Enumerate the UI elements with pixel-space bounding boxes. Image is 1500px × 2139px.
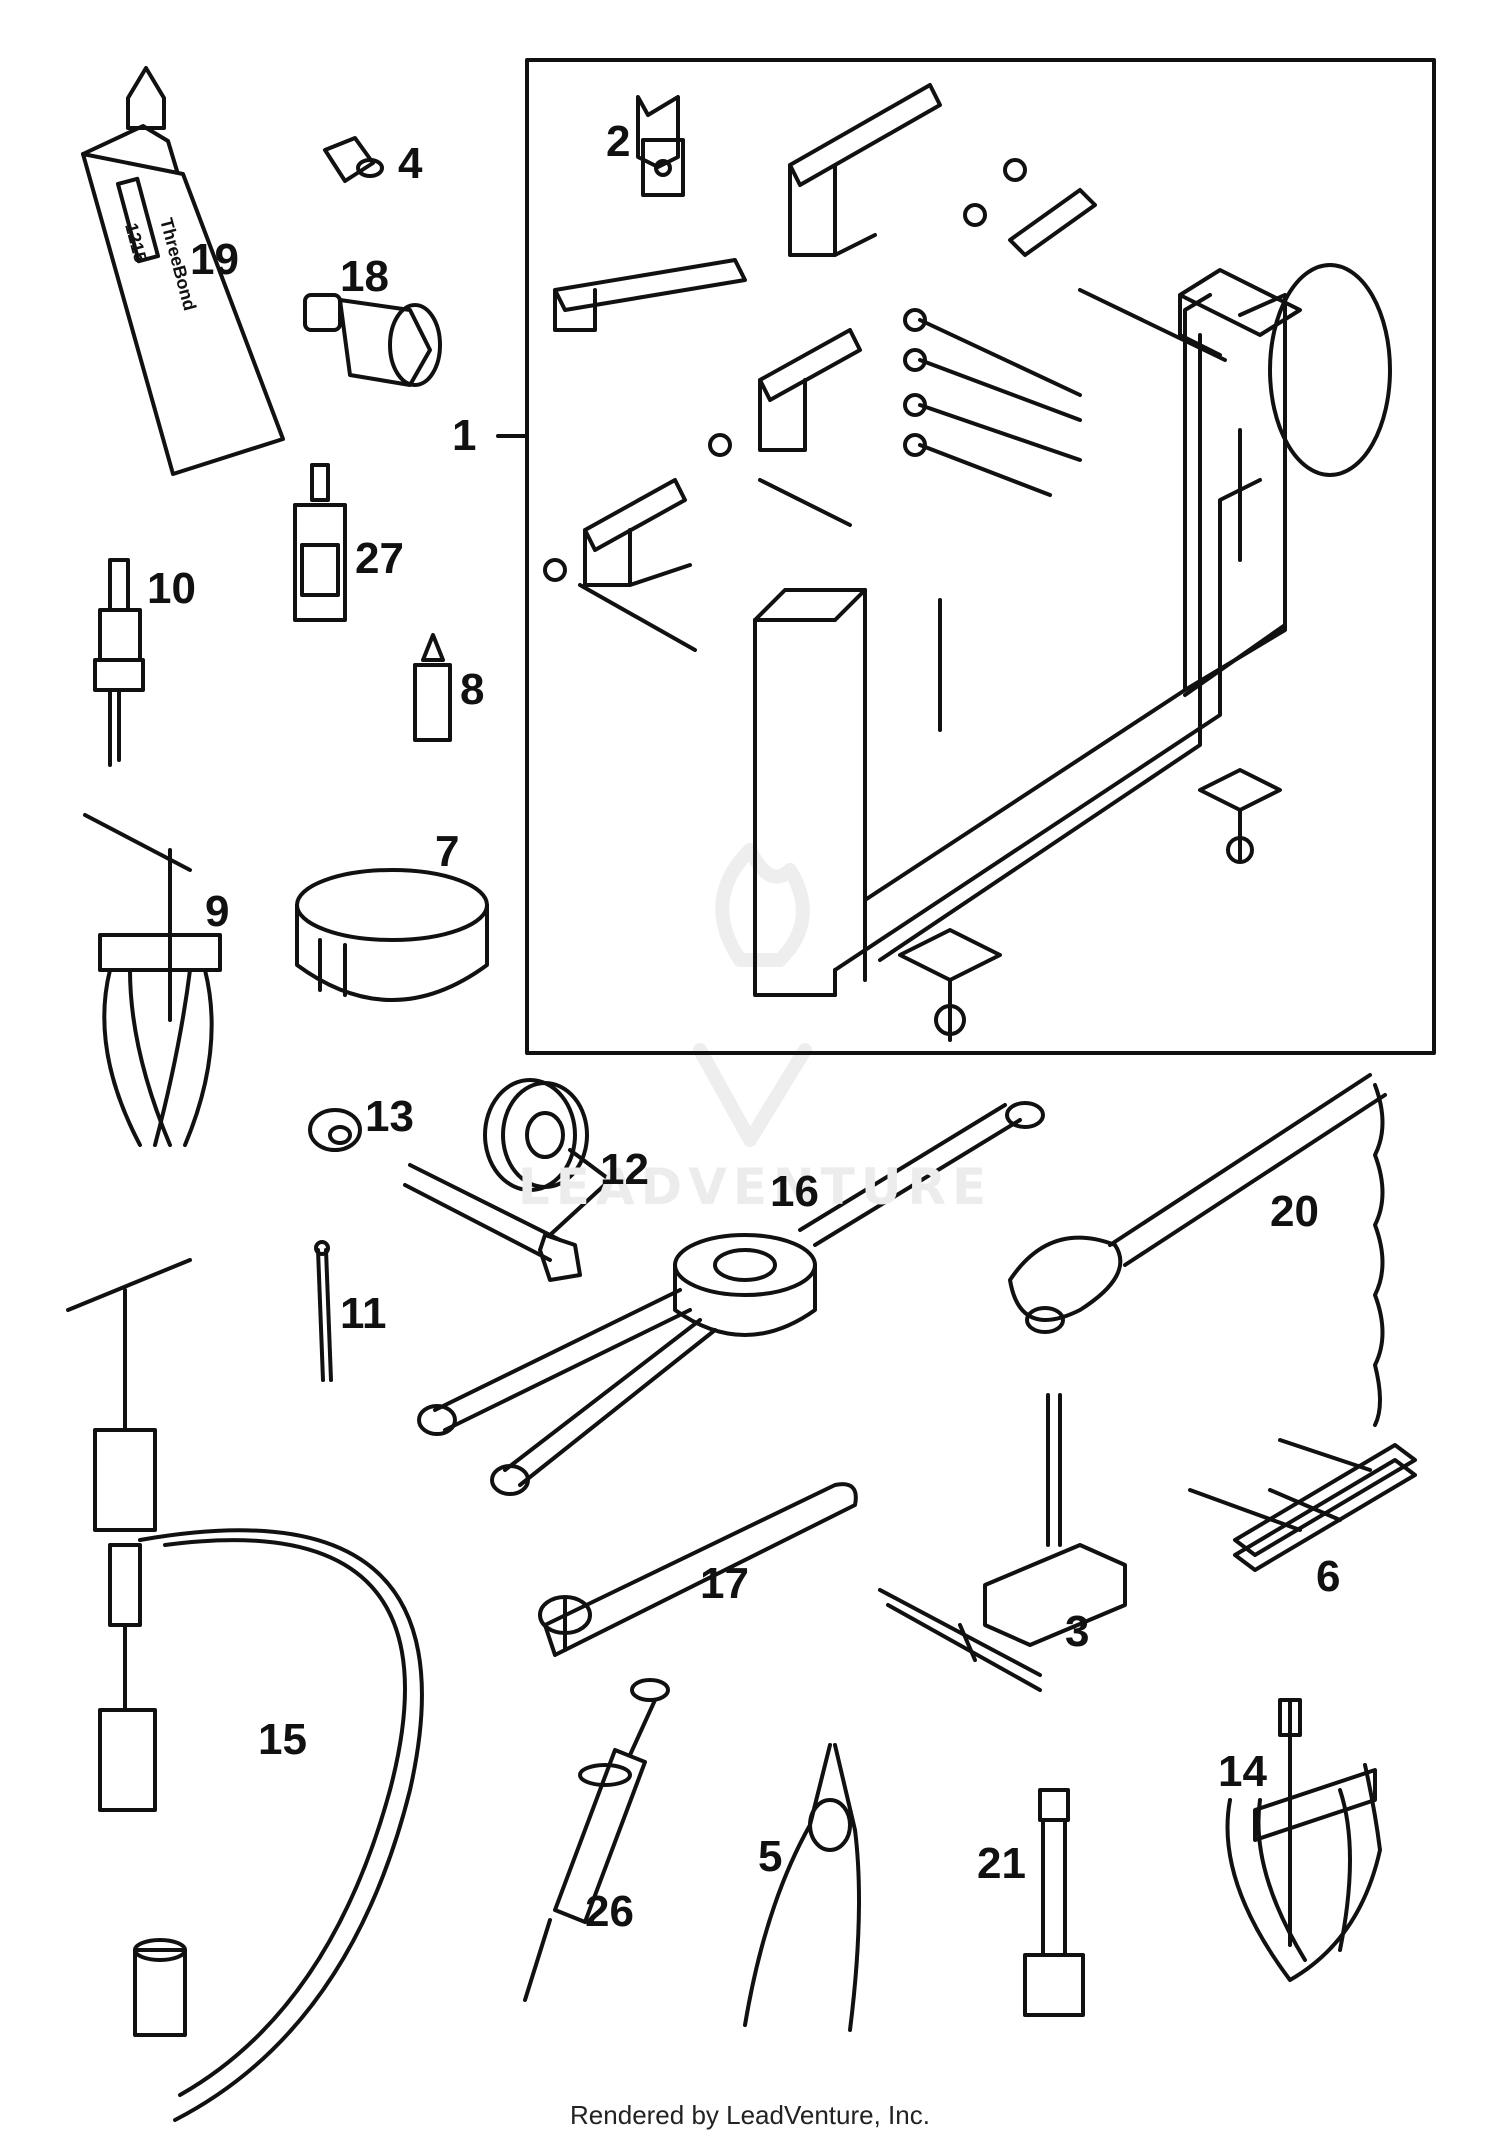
watermark-text: LEADVENTURE <box>517 1158 993 1216</box>
callout-6[interactable]: 6 <box>1316 1552 1341 1601</box>
callout-8[interactable]: 8 <box>460 665 485 714</box>
watermark-logo <box>693 843 812 1147</box>
valve-spring-compressor-15 <box>66 1258 424 2122</box>
piston-ring-compressor <box>295 868 489 1002</box>
callout-11[interactable]: 11 <box>340 1289 387 1338</box>
callout-26[interactable]: 26 <box>585 1887 634 1936</box>
stand-bolts <box>543 158 1242 732</box>
callout-12[interactable]: 12 <box>600 1145 649 1194</box>
callout-20[interactable]: 20 <box>1270 1187 1319 1236</box>
bearing-12 <box>403 1078 612 1282</box>
kit-frame-box <box>525 58 1436 1055</box>
callout-15[interactable]: 15 <box>258 1715 307 1764</box>
callout-2[interactable]: 2 <box>606 117 631 166</box>
gear-puller-9 <box>83 813 222 1147</box>
engine-stand-kit <box>496 58 1436 1055</box>
snap-ring-pliers-5 <box>743 1743 861 2032</box>
bushing-13 <box>308 1108 362 1152</box>
chain-breaker-3 <box>878 1393 1127 1692</box>
callout-4[interactable]: 4 <box>398 139 423 188</box>
thread-sealant-tube <box>81 66 285 476</box>
puller-10 <box>93 558 145 767</box>
chain-wrench-20 <box>1008 1073 1387 1427</box>
puller-14 <box>1225 1698 1382 1982</box>
grease-syringe-26 <box>523 1678 670 2002</box>
pin-11 <box>314 1240 333 1382</box>
callout-7[interactable]: 7 <box>435 827 460 876</box>
callout-27[interactable]: 27 <box>355 534 404 583</box>
callout-16[interactable]: 16 <box>770 1167 819 1216</box>
callout-18[interactable]: 18 <box>340 252 389 301</box>
flywheel-holder-16 <box>417 1101 1045 1496</box>
callout-10[interactable]: 10 <box>147 564 196 613</box>
socket-tool <box>303 293 442 387</box>
footer-credit: Rendered by LeadVenture, Inc. <box>570 2100 930 2130</box>
cap-part <box>323 136 384 183</box>
bottle-27 <box>293 463 347 622</box>
universal-holder-17 <box>538 1482 858 1657</box>
callout-14[interactable]: 14 <box>1218 1747 1267 1796</box>
callout-3[interactable]: 3 <box>1065 1607 1090 1656</box>
callout-1[interactable]: 1 <box>452 411 477 460</box>
driver-21 <box>1023 1788 1085 2017</box>
callout-9[interactable]: 9 <box>205 887 230 936</box>
bearing-puller-6 <box>1188 1438 1417 1572</box>
callout-17[interactable]: 17 <box>700 1559 749 1608</box>
callout-19[interactable]: 19 <box>190 235 239 284</box>
callout-21[interactable]: 21 <box>977 1839 1026 1888</box>
callout-13[interactable]: 13 <box>365 1092 414 1141</box>
callout-5[interactable]: 5 <box>758 1832 783 1881</box>
bottle-8 <box>413 633 452 742</box>
